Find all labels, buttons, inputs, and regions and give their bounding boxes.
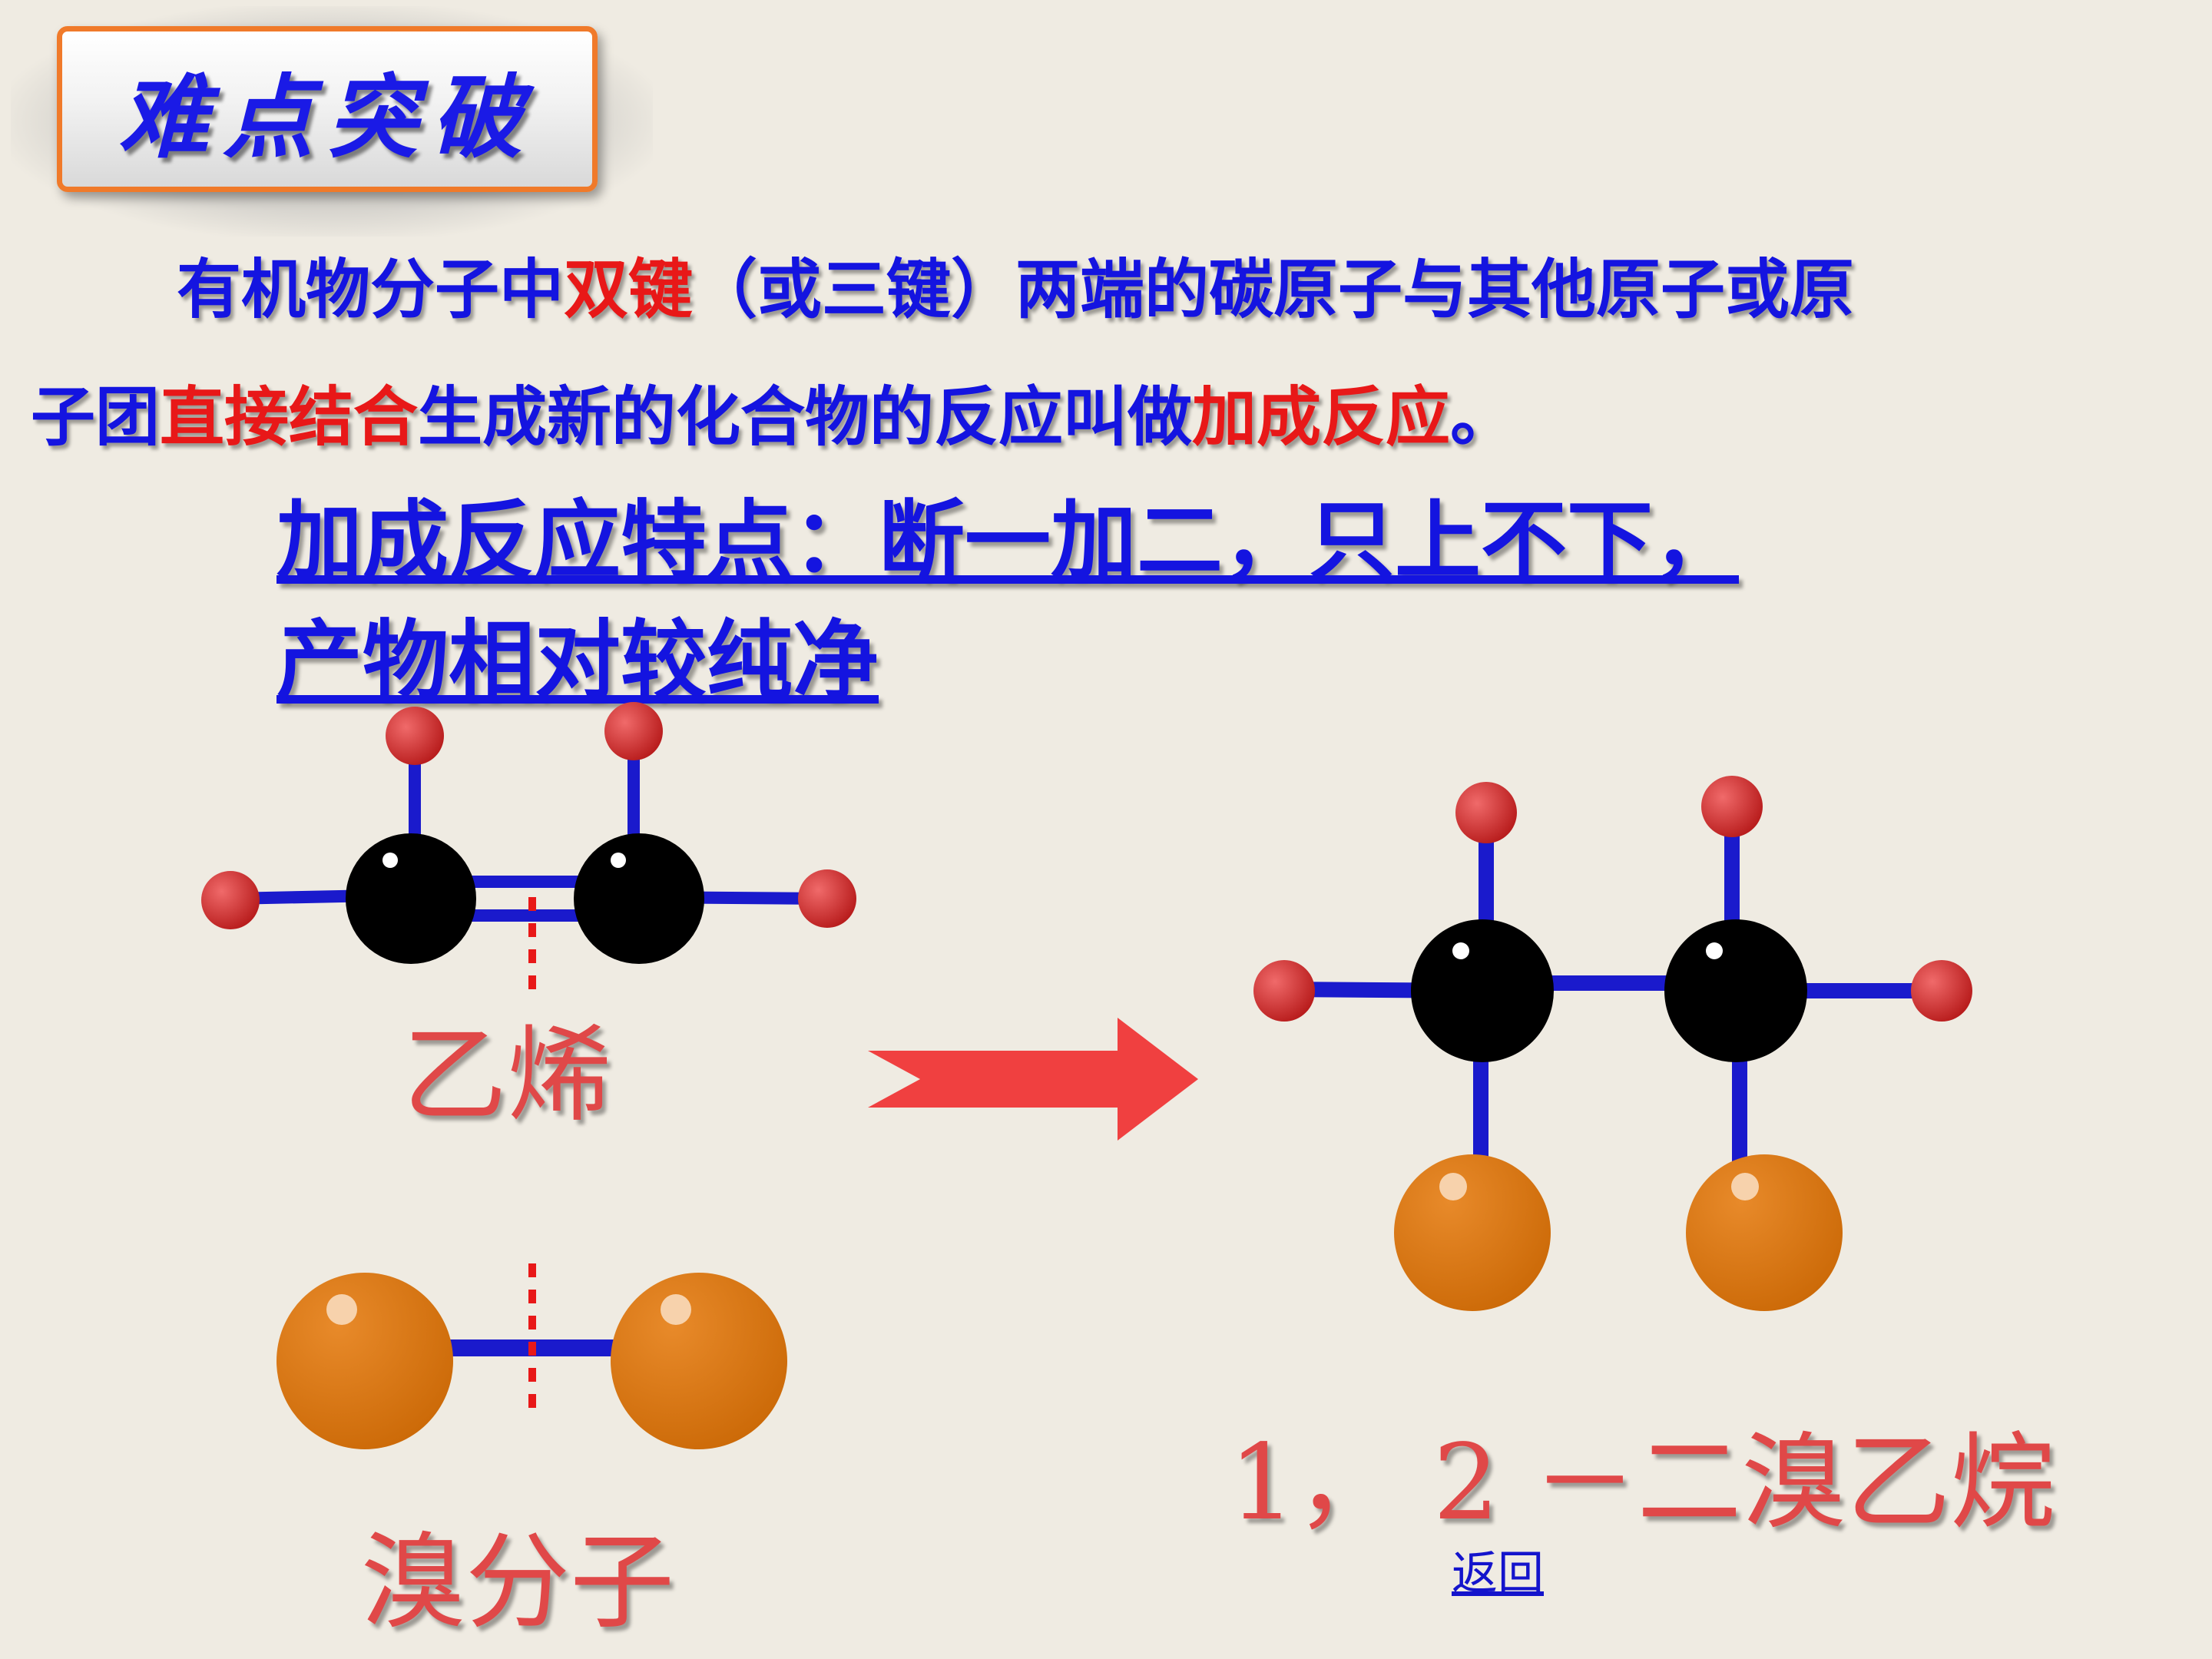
atom-highlight [661, 1294, 691, 1325]
product-label: 1， 2 －二溴乙烷 [1229, 1422, 2055, 1544]
atom-highlight [1706, 942, 1723, 959]
page-title: 难点突破 [118, 63, 536, 171]
definition-seg: （或三键）两端的碳原子与其他原子或原 [693, 252, 1855, 327]
definition-seg: 子团 [31, 379, 161, 455]
carbon-atom [574, 833, 704, 964]
hydrogen-atom [604, 702, 663, 760]
hydrogen-atom [1455, 782, 1517, 843]
hydrogen-atom [386, 707, 444, 765]
definition-line-1: 有机物分子中双键（或三键）两端的碳原子与其他原子或原 [177, 238, 1854, 331]
definition-seg: 有机物分子中 [177, 252, 565, 327]
ethylene-label: 乙烯 [402, 1015, 611, 1137]
definition-seg-highlight: 双键 [564, 252, 694, 327]
dibromoethane-molecule [1253, 776, 1972, 1311]
definition-line-2: 子团直接结合生成新的化合物的反应叫做加成反应。 [31, 366, 1515, 459]
feature-line-2: 产物相对较纯净 [276, 611, 879, 711]
ethylene-bonds [230, 733, 826, 922]
reaction-arrow [868, 1018, 1198, 1141]
carbon-atom [1411, 919, 1554, 1062]
ethylene-molecule [201, 702, 856, 991]
atom-highlight [1731, 1173, 1759, 1200]
atom-highlight [382, 853, 398, 868]
hydrogen-atom [1911, 960, 1972, 1022]
definition-seg: 。 [1450, 379, 1515, 455]
hydrogen-atom [201, 871, 260, 929]
title-box: 难点突破 [57, 26, 598, 192]
carbon-atom [1664, 919, 1807, 1062]
bromine-label: 溴分子 [361, 1522, 674, 1644]
bromine-atom [1394, 1154, 1551, 1311]
dibromoethane-bonds [1282, 806, 1943, 1167]
hydrogen-atom [798, 869, 856, 928]
carbon-atom [346, 833, 476, 964]
atom-highlight [326, 1294, 357, 1325]
atom-highlight [1452, 942, 1469, 959]
bromine-molecule [276, 1263, 787, 1449]
bromine-atom [1686, 1154, 1843, 1311]
bromine-atom [276, 1273, 453, 1449]
atom-highlight [611, 853, 626, 868]
hydrogen-atom [1253, 960, 1315, 1022]
feature-line-1: 加成反应特点：断一加二，只上不下， [276, 492, 1739, 591]
definition-seg: 生成新的化合物的反应叫做 [418, 379, 1193, 455]
definition-seg-highlight: 直接结合 [160, 379, 419, 455]
back-link[interactable]: 返回 [1452, 1547, 1544, 1601]
bromine-atom [611, 1273, 787, 1449]
definition-seg-highlight: 加成反应 [1192, 379, 1451, 455]
atom-highlight [1439, 1173, 1467, 1200]
hydrogen-atom [1701, 776, 1763, 837]
